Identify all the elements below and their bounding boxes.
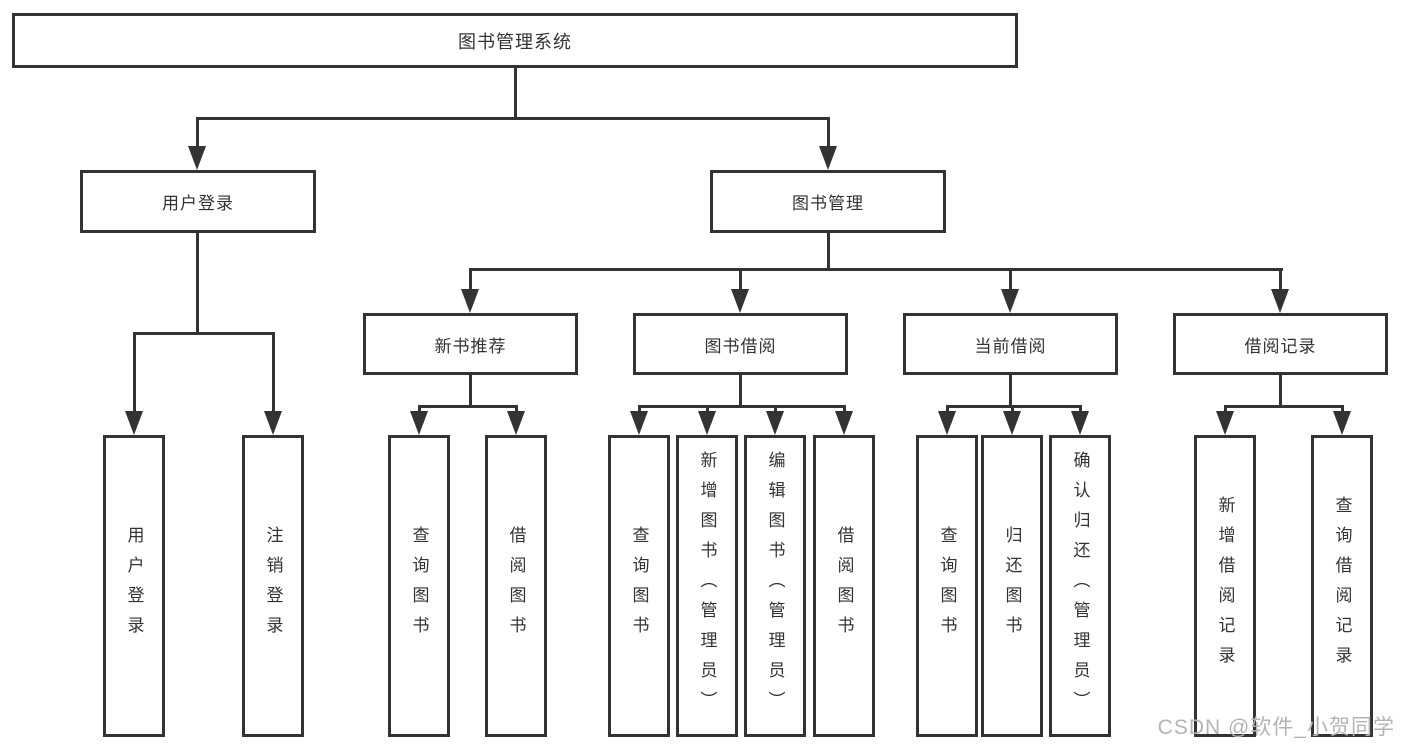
connector-line	[638, 408, 641, 413]
connector-line	[1224, 408, 1227, 413]
connector-line	[638, 405, 846, 408]
leaf-label: 新增图书（管理员）	[697, 451, 717, 721]
connector-line	[1279, 375, 1282, 407]
node-borrowing-records: 借阅记录	[1173, 313, 1388, 375]
connector-line	[946, 408, 949, 413]
arrow-down-icon	[1216, 411, 1234, 435]
leaf-confirm-return-admin: 确认归还（管理员）	[1049, 435, 1111, 737]
node-user-login: 用户登录	[80, 170, 316, 233]
arrow-down-icon	[698, 411, 716, 435]
connector-line	[418, 405, 518, 408]
arrow-down-icon	[507, 411, 525, 435]
leaf-query-books-borrow: 查询图书	[608, 435, 670, 737]
leaf-label: 归还图书	[1002, 526, 1022, 646]
connector-line	[1079, 408, 1082, 413]
connector-line	[774, 408, 777, 413]
leaf-label: 新增借阅记录	[1215, 496, 1235, 676]
leaf-add-books-admin: 新增图书（管理员）	[676, 435, 738, 737]
arrow-down-icon	[264, 411, 282, 435]
leaf-query-books-recommend: 查询图书	[388, 435, 450, 737]
node-label: 图书借阅	[704, 336, 777, 356]
node-label: 借阅记录	[1244, 336, 1317, 356]
leaf-borrow-books-recommend: 借阅图书	[485, 435, 547, 737]
node-label: 图书管理	[792, 194, 864, 213]
leaf-label: 查询借阅记录	[1332, 496, 1352, 676]
node-new-book-recommendation: 新书推荐	[363, 313, 578, 375]
arrow-down-icon	[1001, 289, 1019, 313]
connector-line	[1224, 405, 1344, 408]
node-book-borrowing: 图书借阅	[633, 313, 848, 375]
node-label: 新书推荐	[434, 336, 507, 356]
leaf-query-books-current: 查询图书	[916, 435, 978, 737]
leaf-borrow-books: 借阅图书	[813, 435, 875, 737]
connector-line	[1009, 271, 1012, 290]
connector-line	[827, 120, 830, 147]
connector-line	[469, 268, 1283, 271]
connector-line	[1009, 375, 1012, 407]
watermark: CSDN @软件_小贺同学	[1157, 716, 1395, 739]
connector-line	[133, 335, 136, 411]
arrow-down-icon	[125, 411, 143, 435]
connector-line	[1279, 271, 1282, 290]
node-label: 图书管理系统	[458, 31, 572, 52]
connector-line	[843, 408, 846, 413]
arrow-down-icon	[188, 146, 206, 170]
arrow-down-icon	[1271, 289, 1289, 313]
connector-line	[469, 271, 472, 290]
leaf-return-books: 归还图书	[981, 435, 1043, 737]
connector-line	[739, 375, 742, 407]
leaf-label: 查询图书	[409, 526, 429, 646]
arrow-down-icon	[1333, 411, 1351, 435]
arrow-down-icon	[766, 411, 784, 435]
leaf-label: 借阅图书	[834, 526, 854, 646]
connector-line	[196, 120, 199, 147]
connector-line	[272, 335, 275, 411]
arrow-down-icon	[819, 146, 837, 170]
arrow-down-icon	[630, 411, 648, 435]
leaf-add-borrow-record: 新增借阅记录	[1194, 435, 1256, 737]
leaf-logout-login: 注销登录	[242, 435, 304, 737]
connector-line	[133, 332, 275, 335]
connector-line	[196, 117, 830, 120]
arrow-down-icon	[1003, 411, 1021, 435]
node-label: 当前借阅	[974, 336, 1047, 356]
arrow-down-icon	[1071, 411, 1089, 435]
leaf-label: 注销登录	[263, 526, 283, 646]
connector-line	[196, 233, 199, 334]
leaf-label: 借阅图书	[506, 526, 526, 646]
connector-line	[1011, 408, 1014, 413]
connector-line	[827, 233, 830, 270]
connector-line	[739, 271, 742, 290]
leaf-query-borrow-record: 查询借阅记录	[1311, 435, 1373, 737]
arrow-down-icon	[461, 289, 479, 313]
connector-line	[946, 405, 1082, 408]
connector-line	[514, 68, 517, 120]
connector-line	[469, 375, 472, 407]
connector-line	[418, 408, 421, 413]
node-current-borrowing: 当前借阅	[903, 313, 1118, 375]
node-label: 用户登录	[162, 194, 234, 213]
connector-line	[1341, 408, 1344, 413]
leaf-label: 用户登录	[124, 526, 144, 646]
leaf-user-login: 用户登录	[103, 435, 165, 737]
leaf-label: 确认归还（管理员）	[1070, 451, 1090, 721]
node-book-management: 图书管理	[710, 170, 946, 233]
connector-line	[515, 408, 518, 413]
arrow-down-icon	[731, 289, 749, 313]
leaf-label: 编辑图书（管理员）	[765, 451, 785, 721]
node-library-management-system: 图书管理系统	[12, 13, 1018, 68]
connector-line	[706, 408, 709, 413]
leaf-label: 查询图书	[937, 526, 957, 646]
leaf-label: 查询图书	[629, 526, 649, 646]
arrow-down-icon	[938, 411, 956, 435]
leaf-edit-books-admin: 编辑图书（管理员）	[744, 435, 806, 737]
arrow-down-icon	[410, 411, 428, 435]
arrow-down-icon	[835, 411, 853, 435]
